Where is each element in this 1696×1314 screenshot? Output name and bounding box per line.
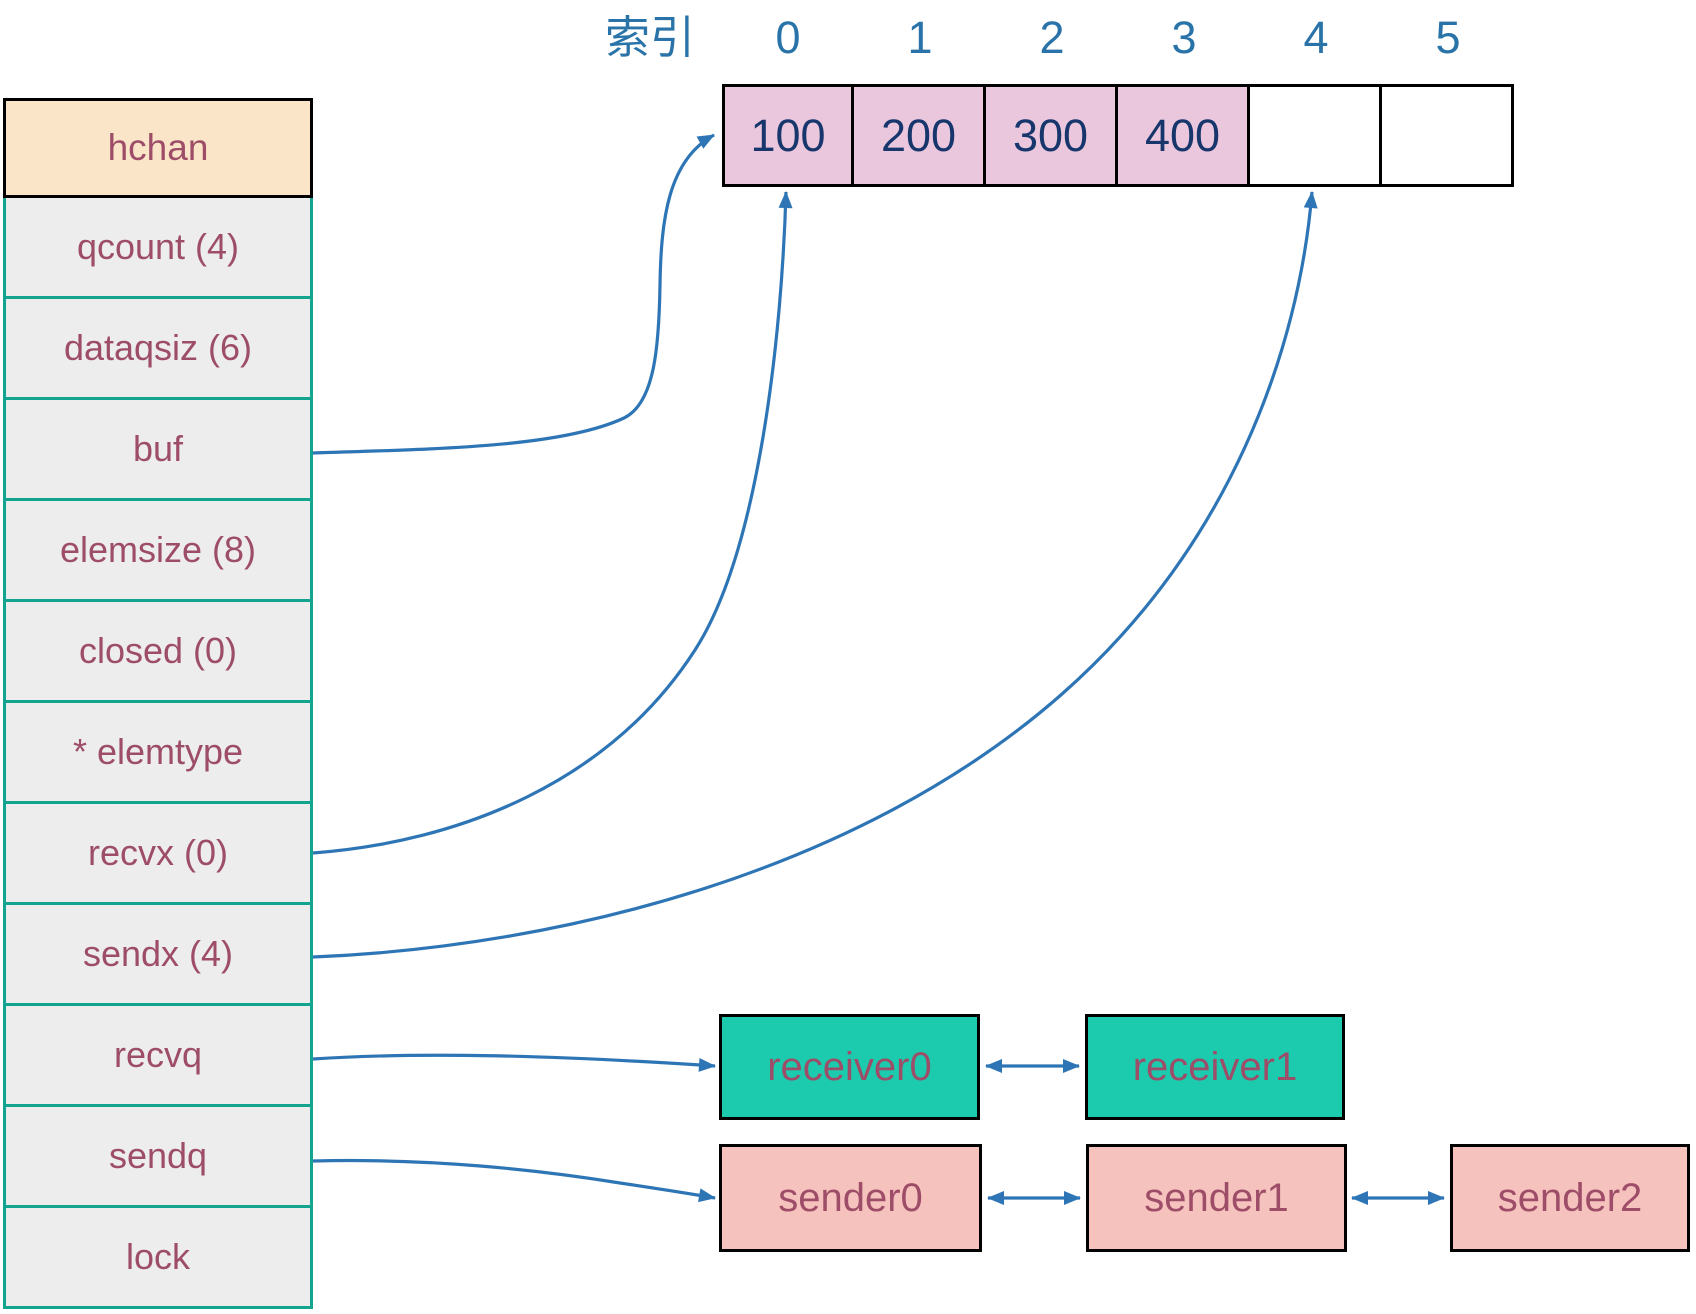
sender1-box: sender1 — [1086, 1144, 1347, 1252]
buffer-cell-5 — [1382, 84, 1514, 187]
hchan-field-elemsize: elemsize (8) — [3, 501, 313, 602]
hchan-field-recvx: recvx (0) — [3, 804, 313, 905]
buffer-cell-2: 300 — [986, 84, 1118, 187]
array-index-caption: 索引 — [604, 12, 695, 63]
recvx-to-cell0-arrow — [312, 191, 793, 855]
sender0-box: sender0 — [719, 1144, 982, 1252]
buffer-cell-4 — [1250, 84, 1382, 187]
hchan-table-header: hchan — [3, 98, 313, 198]
sendq-to-sender0-arrow — [312, 1158, 716, 1203]
receiver0-box: receiver0 — [719, 1014, 980, 1120]
array-index-1: 1 — [907, 12, 933, 63]
hchan-field-qcount: qcount (4) — [3, 198, 313, 299]
buffer-cell-0: 100 — [722, 84, 854, 187]
array-index-0: 0 — [775, 12, 801, 63]
buffer-cell-3: 400 — [1118, 84, 1250, 187]
hchan-field-dataqsiz: dataqsiz (6) — [3, 299, 313, 400]
receiver1-box: receiver1 — [1085, 1014, 1345, 1120]
ring-buffer-array: 100 200 300 400 — [722, 84, 1514, 187]
sendx-to-cell4-arrow — [312, 191, 1318, 959]
array-index-2: 2 — [1039, 12, 1065, 63]
array-index-3: 3 — [1171, 12, 1197, 63]
hchan-field-sendx: sendx (4) — [3, 905, 313, 1006]
hchan-field-sendq: sendq — [3, 1107, 313, 1208]
array-index-4: 4 — [1303, 12, 1329, 63]
hchan-field-closed: closed (0) — [3, 602, 313, 703]
hchan-field-buf: buf — [3, 400, 313, 501]
buf-to-array-arrow — [312, 133, 715, 455]
buffer-cell-1: 200 — [854, 84, 986, 187]
hchan-field-lock: lock — [3, 1208, 313, 1309]
array-index-5: 5 — [1435, 12, 1461, 63]
sender2-box: sender2 — [1450, 1144, 1690, 1252]
hchan-field-recvq: recvq — [3, 1006, 313, 1107]
hchan-struct-table: hchan qcount (4) dataqsiz (6) buf elemsi… — [3, 98, 313, 1309]
recvq-to-receiver0-arrow — [312, 1053, 716, 1072]
hchan-field-elemtype: * elemtype — [3, 703, 313, 804]
